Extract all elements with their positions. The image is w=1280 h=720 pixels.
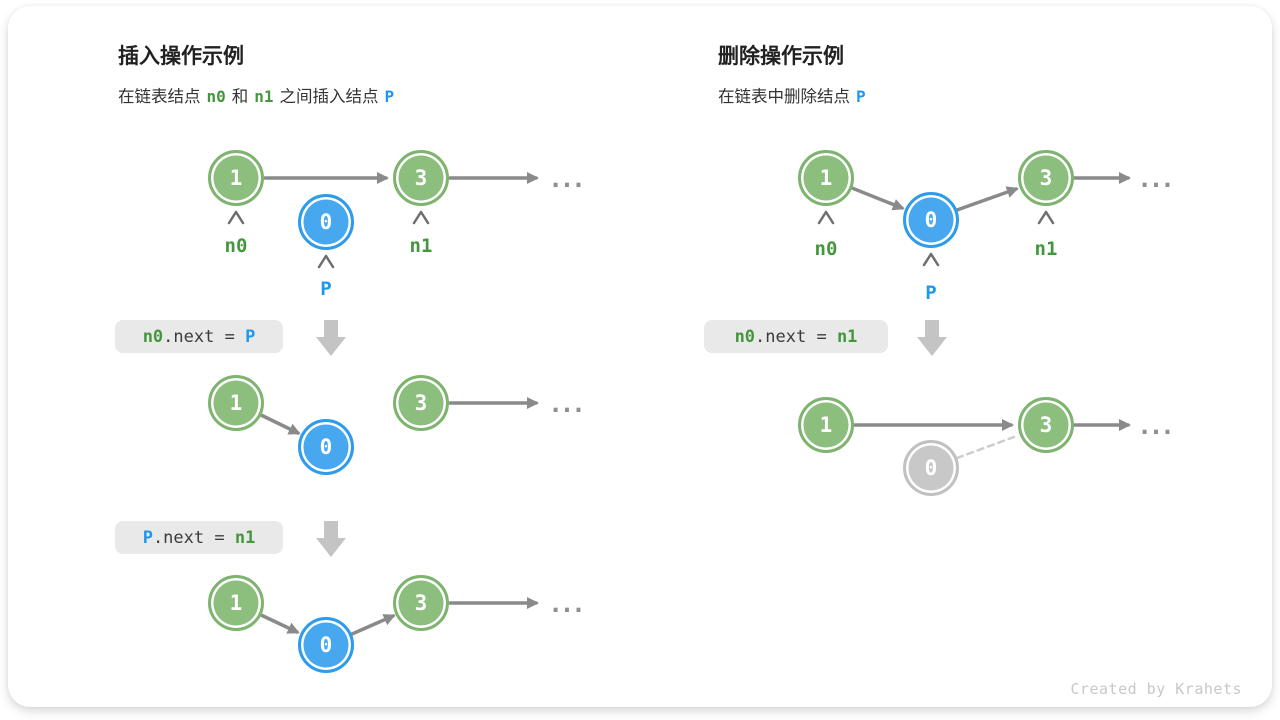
subtitle-text: 之间插入结点 — [279, 88, 379, 106]
insert-arrows — [259, 172, 539, 636]
dashed-removed-link — [955, 435, 1016, 460]
insert-section-subtitle: 在链表结点 n0 和 n1 之间插入结点 P — [118, 83, 400, 107]
ellipsis: ... — [1137, 165, 1174, 193]
down-block-arrow-icon — [316, 320, 346, 356]
delete-section-subtitle: 在链表中删除结点 P — [718, 83, 872, 107]
list-node: 3 — [1018, 150, 1074, 206]
arrow-node0-to-node3 — [350, 614, 396, 636]
delete-arrows — [850, 172, 1131, 460]
node-value: 1 — [819, 413, 833, 437]
caret-up-icon — [1037, 210, 1055, 225]
node-value: 0 — [924, 456, 938, 480]
node-value: 3 — [1039, 166, 1053, 190]
arrow-node1-to-node0 — [850, 186, 905, 211]
code-token-next: .next = — [163, 326, 246, 347]
ellipsis: ... — [548, 390, 585, 418]
pointer-label-n0: n0 — [224, 235, 248, 257]
pointer-label-n1: n1 — [1034, 238, 1058, 260]
delete-section-title: 删除操作示例 — [718, 45, 844, 68]
node-value: 0 — [924, 208, 938, 232]
code-token-n0: n0 — [734, 326, 756, 347]
ellipsis: ... — [548, 165, 585, 193]
list-node: 3 — [393, 150, 449, 206]
subtitle-text: 和 — [231, 88, 249, 106]
list-node: 3 — [393, 575, 449, 631]
pointer-label-n1: n1 — [409, 235, 433, 257]
list-node: 1 — [798, 150, 854, 206]
caret-up-icon — [922, 252, 940, 267]
pointer-label-p: P — [320, 278, 332, 300]
code-statement: P.next = n1 — [115, 521, 283, 554]
code-token-p: P — [142, 527, 153, 548]
list-node-p: 0 — [298, 617, 354, 673]
caret-up-icon — [412, 210, 430, 225]
code-token-next: .next = — [755, 326, 837, 347]
node-value: 3 — [1039, 413, 1053, 437]
node-value: 1 — [229, 591, 243, 615]
node-value: 3 — [414, 391, 428, 415]
caret-up-icon — [227, 210, 245, 225]
subtitle-text: 在链表结点 — [118, 88, 201, 106]
node-value: 3 — [414, 591, 428, 615]
code-token-n1: n1 — [234, 527, 256, 548]
code-token-n1: n1 — [836, 326, 858, 347]
subtitle-text: 在链表中删除结点 — [718, 88, 850, 106]
arrow-node1-to-node0 — [259, 413, 301, 435]
down-block-arrow-icon — [316, 521, 346, 557]
node-ref-n1: n1 — [254, 87, 274, 106]
pointer-label-n0: n0 — [814, 238, 838, 260]
arrow-node1-to-node0 — [259, 613, 300, 634]
code-statement: n0.next = P — [115, 320, 283, 353]
caret-up-icon — [317, 254, 335, 269]
insert-section-title: 插入操作示例 — [118, 45, 244, 68]
list-node: 1 — [208, 575, 264, 631]
node-ref-p: P — [856, 87, 866, 106]
removed-node: 0 — [903, 440, 959, 496]
list-node-p: 0 — [298, 194, 354, 250]
pointer-caret-icons — [227, 210, 1055, 269]
node-value: 1 — [229, 391, 243, 415]
list-node: 1 — [208, 150, 264, 206]
ellipsis: ... — [548, 590, 585, 618]
list-node: 1 — [208, 375, 264, 431]
node-value: 0 — [319, 633, 333, 657]
list-node-p: 0 — [298, 419, 354, 475]
caret-up-icon — [817, 210, 835, 225]
node-value: 1 — [229, 166, 243, 190]
code-token-p: P — [245, 326, 256, 347]
node-value: 0 — [319, 435, 333, 459]
code-statement: n0.next = n1 — [704, 320, 888, 353]
list-node: 3 — [393, 375, 449, 431]
node-value: 1 — [819, 166, 833, 190]
node-value: 3 — [414, 166, 428, 190]
credit-text: Created by Krahets — [1070, 680, 1242, 698]
down-block-arrow-icon — [917, 320, 947, 356]
node-value: 0 — [319, 210, 333, 234]
list-node: 3 — [1018, 397, 1074, 453]
node-ref-n0: n0 — [206, 87, 226, 106]
list-node-p: 0 — [903, 192, 959, 248]
list-node: 1 — [798, 397, 854, 453]
code-token-n0: n0 — [142, 326, 164, 347]
pointer-label-p: P — [925, 282, 937, 304]
ellipsis: ... — [1137, 412, 1174, 440]
arrow-node0-to-node3 — [955, 186, 1019, 212]
node-ref-p: P — [384, 87, 395, 106]
step-down-arrow-icons — [316, 320, 947, 557]
code-token-next: .next = — [152, 527, 235, 548]
